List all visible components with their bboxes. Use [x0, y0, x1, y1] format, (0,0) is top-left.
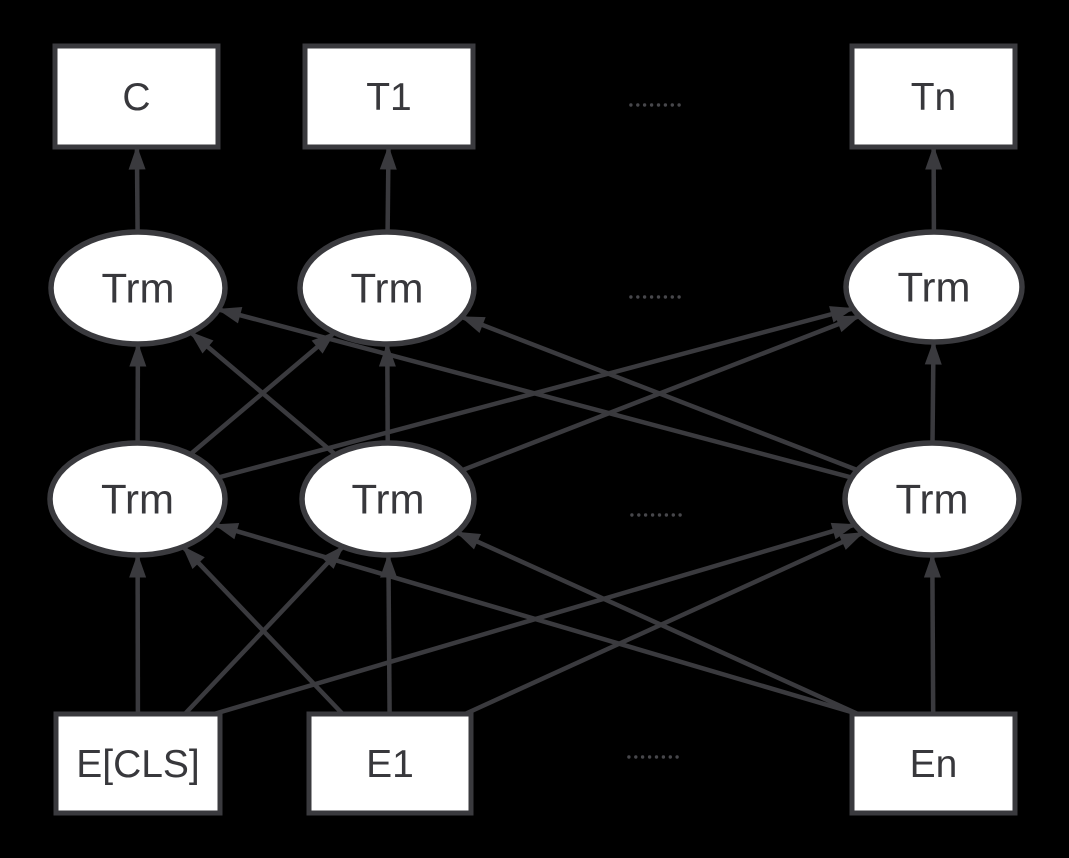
arrow-trm-a1-to-c [128, 145, 146, 233]
connection-arrows [128, 145, 943, 717]
node-t1: T1 [302, 43, 476, 150]
dot [642, 103, 647, 107]
dot [663, 103, 668, 107]
ellipsis-dots-row-4 [627, 755, 679, 759]
node-label: Trm [101, 265, 174, 312]
node-en: En [849, 711, 1018, 816]
dot [675, 755, 679, 759]
node-label: Trm [895, 476, 968, 523]
node-trm-b3: Trm [842, 440, 1022, 558]
arrow-trm-b1-to-trm-a3 [217, 306, 855, 480]
arrow-en-to-trm-b2 [455, 530, 859, 717]
box-shape [306, 711, 474, 816]
dot [630, 513, 634, 517]
dot [668, 755, 672, 759]
dot [649, 103, 654, 107]
dot [634, 755, 638, 759]
node-label: Trm [351, 476, 424, 523]
ellipse-shape [299, 440, 477, 558]
dot [664, 513, 669, 517]
node-label: E[CLS] [76, 743, 200, 786]
node-trm-a3: Trm [843, 229, 1025, 345]
dot [678, 513, 682, 517]
box-shape [849, 43, 1018, 150]
node-c: C [52, 43, 221, 150]
dot [657, 513, 662, 517]
dot [640, 755, 645, 759]
dot [642, 295, 647, 299]
dot [649, 295, 654, 299]
node-trm-b1: Trm [47, 440, 228, 558]
dot [647, 755, 652, 759]
arrow-trm-b2-to-trm-a3 [461, 313, 861, 473]
box-shape [849, 711, 1018, 816]
ellipsis-dots-row-2 [629, 295, 681, 299]
box-shape [52, 43, 221, 150]
node-e-cls: E[CLS] [53, 711, 223, 816]
dot [637, 513, 641, 517]
dot [636, 103, 640, 107]
node-e1: E1 [306, 711, 474, 816]
dot [671, 513, 675, 517]
ellipse-shape [842, 440, 1022, 558]
arrow-e1-to-trm-b3 [464, 530, 865, 717]
dot [661, 755, 666, 759]
node-label: C [122, 76, 150, 119]
node-label: Tn [911, 76, 957, 119]
dot [629, 103, 633, 107]
dot [636, 295, 640, 299]
dot [656, 103, 661, 107]
node-trm-a1: Trm [48, 229, 228, 347]
ellipse-shape [843, 229, 1025, 345]
node-tn: Tn [849, 43, 1018, 150]
arrow-trm-b3-to-trm-a3 [924, 340, 942, 444]
ellipsis-dots-row-3 [630, 513, 682, 517]
node-trm-b2: Trm [299, 440, 477, 558]
dot [656, 295, 661, 299]
dot [670, 295, 674, 299]
arrow-en-to-trm-b3 [923, 553, 941, 715]
ellipse-shape [47, 440, 228, 558]
dot [627, 755, 631, 759]
node-label: Trm [101, 476, 174, 523]
arrow-trm-b1-to-trm-a2 [188, 330, 336, 457]
dot [650, 513, 655, 517]
ellipse-shape [297, 229, 477, 347]
node-trm-a2: Trm [297, 229, 477, 347]
arrow-trm-a2-to-t1 [379, 145, 397, 233]
box-shape [302, 43, 476, 150]
arrow-e1-to-trm-b2 [380, 553, 398, 715]
dot [629, 295, 633, 299]
ellipse-shape [48, 229, 228, 347]
dot [677, 103, 681, 107]
node-label: Trm [897, 264, 970, 311]
node-label: T1 [366, 76, 412, 119]
node-label: E1 [366, 743, 414, 786]
node-label: En [910, 743, 958, 786]
ellipsis-dots-row-1 [629, 103, 681, 107]
dot [663, 295, 668, 299]
dot [677, 295, 681, 299]
dot [654, 755, 659, 759]
dot [670, 103, 674, 107]
node-label: Trm [350, 265, 423, 312]
dot [643, 513, 648, 517]
arrow-e-cls-to-trm-b3 [213, 522, 857, 717]
ellipsis-rows [627, 103, 682, 759]
arrow-e-cls-to-trm-b2 [183, 545, 345, 716]
box-shape [53, 711, 223, 816]
